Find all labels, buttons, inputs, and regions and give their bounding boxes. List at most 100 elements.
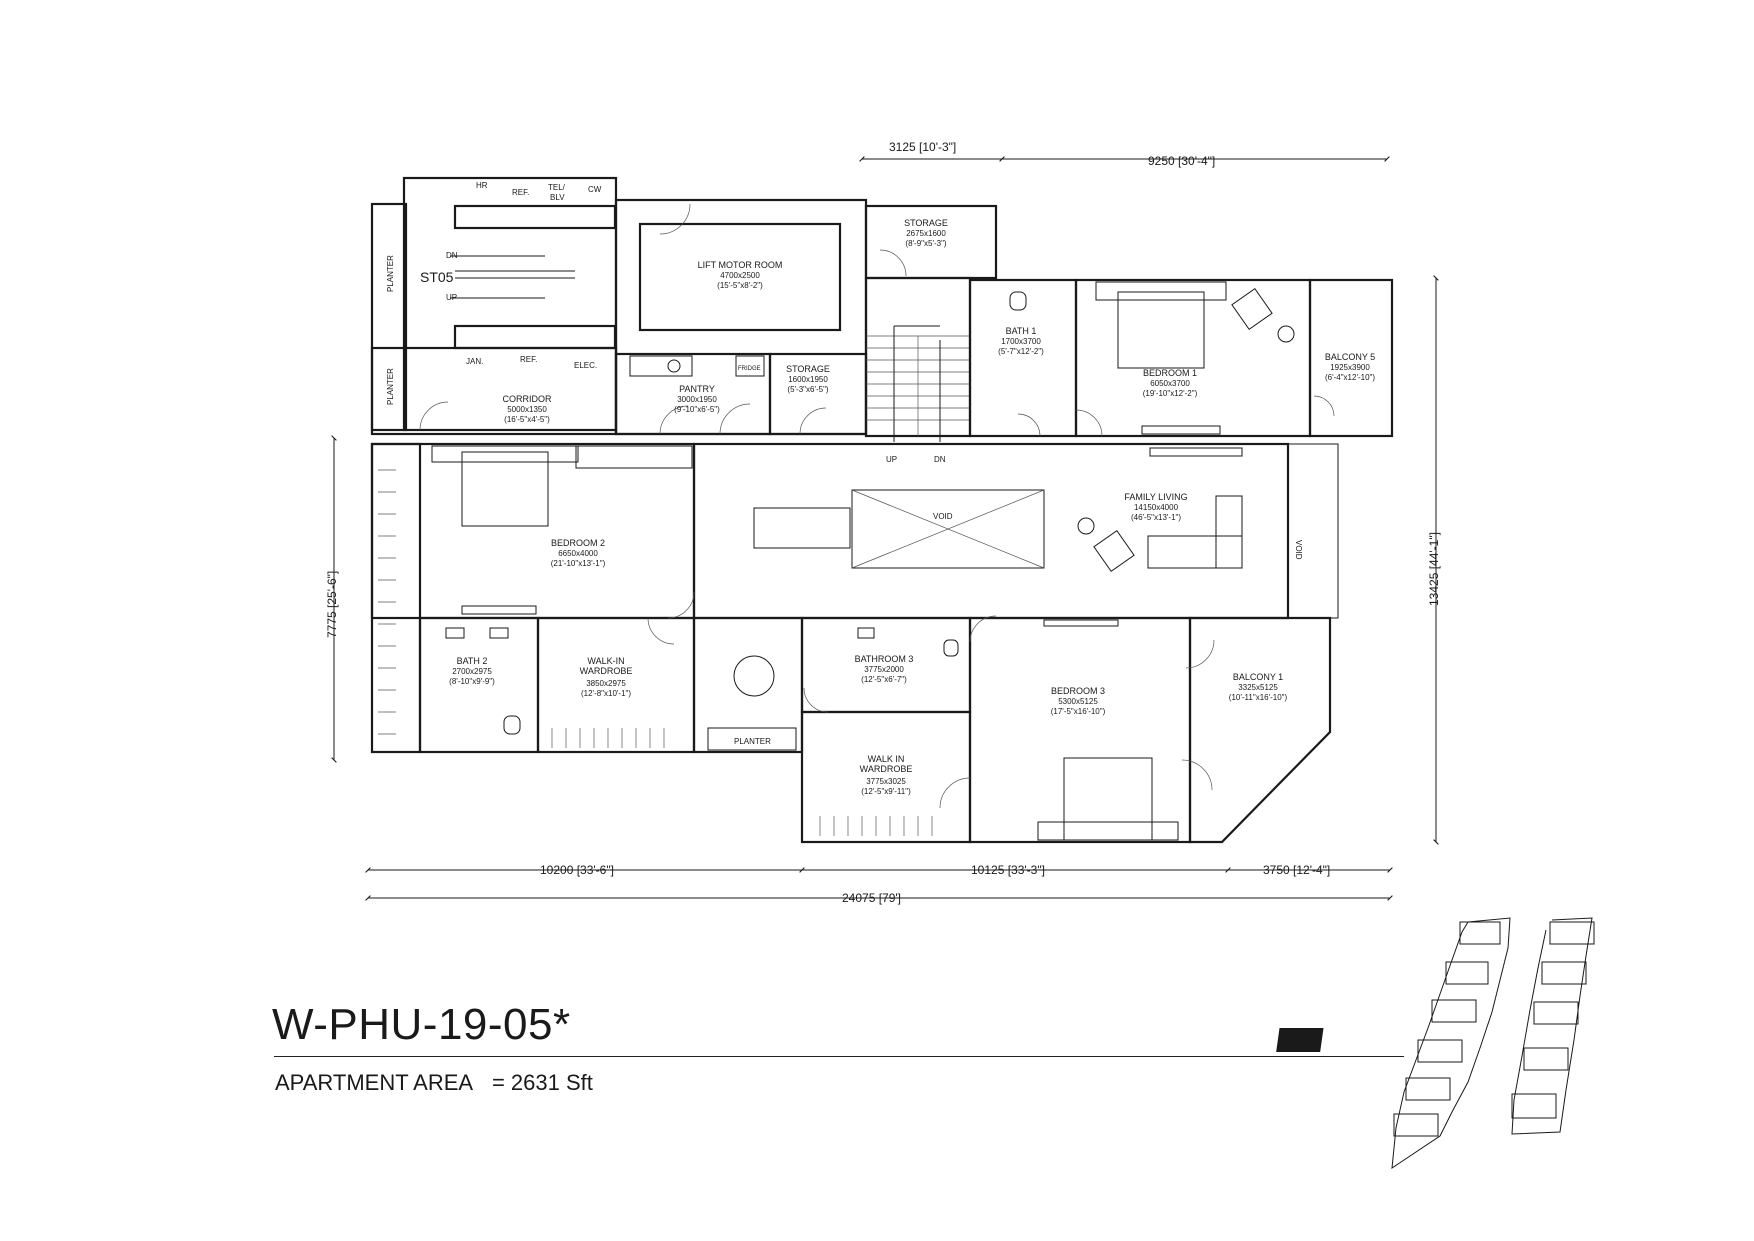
key-plan	[1276, 917, 1595, 1170]
title-divider	[274, 1056, 1404, 1057]
dim-bottom-total: 24075 [79']	[842, 891, 901, 905]
label-blv: BLV	[550, 193, 565, 202]
room-dim-imperial: (9'-10"x6'-5")	[674, 405, 720, 414]
label-elec: ELEC.	[574, 361, 597, 370]
room-bedroom-3: BEDROOM 3 5300x5125 (17'-5"x16'-10")	[1051, 686, 1106, 716]
room-name: LIFT MOTOR ROOM	[698, 260, 783, 270]
room-dim-imperial: (12'-5"x9'-11")	[861, 787, 911, 796]
area-value: = 2631 Sft	[491, 1070, 593, 1095]
room-balcony-1: BALCONY 1 3325x5125 (10'-11"x16'-10")	[1229, 672, 1288, 702]
stairs-dn-label: DN	[934, 455, 946, 464]
room-dim: 3325x5125	[1238, 683, 1278, 692]
room-balcony-5: BALCONY 5 1925x3900 (6'-4"x12'-10")	[1325, 352, 1376, 382]
room-dim: 3775x2000	[864, 665, 904, 674]
label-ref-bottom: REF.	[520, 355, 537, 364]
void-label: VOID	[933, 512, 953, 521]
door-swings	[419, 203, 1335, 809]
dim-bottom-1: 10200 [33'-6"]	[540, 863, 614, 877]
dim-bottom-2: 10125 [33'-3"]	[971, 863, 1045, 877]
room-dim-imperial: (17'-5"x16'-10")	[1051, 707, 1106, 716]
room-dim-imperial: (15'-5"x8'-2")	[717, 281, 763, 290]
room-dim: 3000x1950	[677, 395, 717, 404]
room-dim: 1600x1950	[788, 375, 828, 384]
room-dim: 3775x3025	[866, 777, 906, 786]
walls	[370, 176, 1394, 844]
label-jan: JAN.	[466, 357, 483, 366]
room-name: BALCONY 5	[1325, 352, 1375, 362]
room-dim-imperial: (8'-9"x5'-3")	[905, 239, 947, 248]
label-tel: TEL/	[548, 183, 566, 192]
room-lift-motor: LIFT MOTOR ROOM 4700x2500 (15'-5"x8'-2")	[698, 260, 783, 290]
room-bedroom-2: BEDROOM 2 6650x4000 (21'-10"x13'-1")	[551, 538, 606, 568]
room-name: STORAGE	[904, 218, 948, 228]
room-dim: 3850x2975	[586, 679, 626, 688]
room-dim-imperial: (12'-8"x10'-1")	[581, 689, 631, 698]
room-dim-imperial: (5'-7"x12'-2")	[998, 347, 1044, 356]
room-bath-1: BATH 1 1700x3700 (5'-7"x12'-2")	[998, 326, 1044, 356]
room-dim: 6650x4000	[558, 549, 598, 558]
room-dim: 2700x2975	[452, 667, 492, 676]
planter-label-top: PLANTER	[386, 255, 395, 292]
room-dim: 5300x5125	[1058, 697, 1098, 706]
furniture	[431, 281, 1295, 841]
dim-bottom-3: 3750 [12'-4"]	[1263, 863, 1330, 877]
dim-top-1: 3125 [10'-3"]	[889, 140, 956, 154]
unit-title: W-PHU-19-05*	[272, 1000, 571, 1049]
apartment-area: APARTMENT AREA = 2631 Sft	[275, 1070, 593, 1096]
room-name: FAMILY LIVING	[1124, 492, 1187, 502]
room-name: CORRIDOR	[503, 394, 552, 404]
room-pantry: PANTRY 3000x1950 (9'-10"x6'-5")	[674, 384, 720, 414]
room-family-living: FAMILY LIVING 14150x4000 (46'-5"x13'-1")	[1124, 492, 1187, 522]
room-name: BEDROOM 3	[1051, 686, 1105, 696]
room-bedroom-1: BEDROOM 1 6050x3700 (19'-10"x12'-2")	[1143, 368, 1198, 398]
label-fridge: FRIDGE	[738, 366, 761, 372]
label-hr: HR	[476, 181, 488, 190]
room-bathroom-3: BATHROOM 3 3775x2000 (12'-5"x6'-7")	[855, 654, 914, 684]
room-dim: 4700x2500	[720, 271, 760, 280]
room-name: BEDROOM 1	[1143, 368, 1197, 378]
room-dim: 1925x3900	[1330, 363, 1370, 372]
planter-label-mid: PLANTER	[386, 368, 395, 405]
room-walkin-wardrobe-2: WALK-IN WARDROBE 3850x2975 (12'-8"x10'-1…	[580, 656, 633, 698]
room-dim-imperial: (10'-11"x16'-10")	[1229, 693, 1288, 702]
room-dim-imperial: (21'-10"x13'-1")	[551, 559, 606, 568]
room-name-line-2: WARDROBE	[580, 666, 633, 676]
room-dim-imperial: (5'-3"x6'-5")	[787, 385, 829, 394]
room-name-line-2: WARDROBE	[860, 764, 913, 774]
void-side-label: VOID	[1294, 540, 1303, 560]
dim-right: 13425 [44'-1"]	[1427, 532, 1441, 606]
area-label: APARTMENT AREA	[275, 1070, 472, 1095]
room-dim-imperial: (46'-5"x13'-1")	[1131, 513, 1181, 522]
room-storage-top: STORAGE 2675x1600 (8'-9"x5'-3")	[904, 218, 948, 248]
dim-left: 7775 [25'-6"]	[325, 571, 339, 638]
room-name: PANTRY	[679, 384, 715, 394]
room-storage-mid: STORAGE 1600x1950 (5'-3"x6'-5")	[786, 364, 830, 394]
room-dim-imperial: (6'-4"x12'-10")	[1325, 373, 1375, 382]
room-bath-2: BATH 2 2700x2975 (8'-10"x9'-9")	[449, 656, 495, 686]
room-name: WALK-IN	[587, 656, 624, 666]
room-dim-imperial: (19'-10"x12'-2")	[1143, 389, 1198, 398]
room-dim: 1700x3700	[1001, 337, 1041, 346]
stair-label: ST05	[420, 269, 454, 285]
room-dim: 6050x3700	[1150, 379, 1190, 388]
room-name: WALK IN	[868, 754, 905, 764]
room-dim-imperial: (16'-5"x4'-5")	[504, 415, 550, 424]
room-dim-imperial: (12'-5"x6'-7")	[861, 675, 907, 684]
room-dim: 2675x1600	[906, 229, 946, 238]
stairs-up-label: UP	[886, 455, 897, 464]
room-name: STORAGE	[786, 364, 830, 374]
room-corridor: CORRIDOR 5000x1350 (16'-5"x4'-5")	[503, 394, 552, 424]
room-dim: 14150x4000	[1134, 503, 1179, 512]
room-dim: 5000x1350	[507, 405, 547, 414]
dim-top-2: 9250 [30'-4"]	[1148, 154, 1215, 168]
room-name: BALCONY 1	[1233, 672, 1283, 682]
room-walkin-wardrobe-3: WALK IN WARDROBE 3775x3025 (12'-5"x9'-11…	[860, 754, 913, 796]
stair-arrows	[450, 255, 941, 442]
room-name: BATH 1	[1006, 326, 1037, 336]
label-ref-top: REF.	[512, 188, 529, 197]
room-name: BATH 2	[457, 656, 488, 666]
dimension-lines	[331, 156, 1439, 901]
room-name: BATHROOM 3	[855, 654, 914, 664]
label-cw: CW	[588, 185, 602, 194]
